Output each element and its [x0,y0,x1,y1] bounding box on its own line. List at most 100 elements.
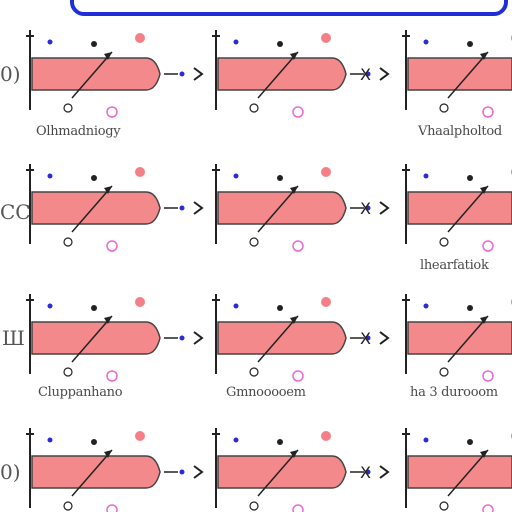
ring-marker [439,103,449,113]
arrowhead-icon [480,52,488,60]
blue-dot [233,39,239,45]
ring-marker [106,504,118,512]
small-dot [467,175,473,181]
ring-marker [439,237,449,247]
vector-line [257,449,299,497]
pink-dot [321,33,331,43]
ring-marker [292,240,304,252]
vector-line [447,315,489,363]
pink-dot [321,167,331,177]
blue-dot [233,303,239,309]
ring-marker [249,103,259,113]
ring-marker [292,370,304,382]
chevron-right-icon [193,201,204,215]
small-dot [467,305,473,311]
panel-caption: Gmnooooem [226,385,306,400]
ring-marker [292,106,304,118]
panel-caption: Cluppanhano [38,385,123,400]
vector-line [71,315,113,363]
ring-marker [249,237,259,247]
signal-bar [407,57,512,91]
blue-dot [179,469,185,475]
arrowhead-icon [480,450,488,458]
arrowhead-icon [480,316,488,324]
blue-dot [365,205,371,211]
small-dot [277,175,283,181]
blue-dot [423,39,429,45]
blue-dot [365,71,371,77]
ring-marker [249,367,259,377]
ring-marker [63,367,73,377]
vector-line [257,315,299,363]
vector-line [447,449,489,497]
edge-label-row-3: Ш [2,326,25,350]
signal-bar [407,321,512,355]
small-dot [277,439,283,445]
arrowhead-icon [104,316,112,324]
small-dot [467,41,473,47]
signal-bar [31,57,161,91]
edge-label-row-1: 0) [0,62,21,86]
blue-dot [47,39,53,45]
blue-dot [47,303,53,309]
edge-label-row-2: CC [0,200,31,224]
chevron-right-icon [193,331,204,345]
vector-line [71,449,113,497]
panel-caption: ha 3 durooom [410,385,498,400]
blue-dot [233,437,239,443]
blue-dot [233,173,239,179]
panel-caption: Olhmadniogy [36,124,121,139]
signal-bar [217,57,347,91]
edge-label-row-4: 0) [0,460,21,484]
cross-marker: X [360,329,371,348]
ring-marker [106,106,118,118]
pink-dot [135,33,145,43]
small-dot [467,439,473,445]
ring-marker [292,504,304,512]
signal-bar [217,321,347,355]
pink-dot [135,431,145,441]
signal-bar [31,321,161,355]
chevron-right-icon [379,67,390,81]
arrowhead-icon [290,316,298,324]
vector-line [257,185,299,233]
signal-bar [407,455,512,489]
ring-marker [106,370,118,382]
ring-marker [249,501,259,511]
cross-marker: X [360,199,371,218]
vector-line [257,51,299,99]
small-dot [91,41,97,47]
arrowhead-icon [290,186,298,194]
signal-bar [31,455,161,489]
small-dot [91,175,97,181]
chevron-right-icon [379,331,390,345]
chevron-right-icon [379,465,390,479]
arrowhead-icon [290,450,298,458]
ring-marker [439,367,449,377]
arrowhead-icon [104,450,112,458]
pink-dot [135,167,145,177]
arrowhead-icon [104,52,112,60]
arrowhead-icon [104,186,112,194]
pink-dot [135,297,145,307]
small-dot [91,439,97,445]
blue-dot [179,335,185,341]
blue-dot [423,173,429,179]
ring-marker [482,504,494,512]
vector-line [447,51,489,99]
signal-bar [217,455,347,489]
ring-marker [482,106,494,118]
chevron-right-icon [193,465,204,479]
arrowhead-icon [480,186,488,194]
vector-line [71,185,113,233]
small-dot [277,305,283,311]
blue-dot [179,205,185,211]
blue-dot [365,335,371,341]
blue-dot [365,469,371,475]
signal-bar [217,191,347,225]
small-dot [277,41,283,47]
chevron-right-icon [379,201,390,215]
signal-bar [407,191,512,225]
vector-line [447,185,489,233]
